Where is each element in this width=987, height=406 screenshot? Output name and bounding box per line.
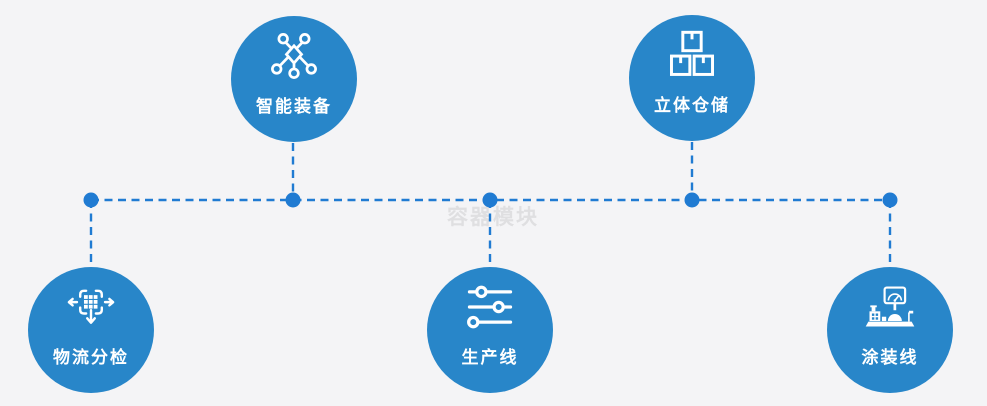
machine-monitor-icon [863, 280, 917, 334]
sorting-distribution-icon [64, 280, 118, 334]
stacked-boxes-icon [665, 28, 719, 82]
junction-dots [83, 192, 898, 208]
sliders-icon [463, 280, 517, 334]
node-label: 涂装线 [861, 348, 919, 367]
node-label: 物流分检 [53, 348, 129, 367]
network-nodes-icon [267, 29, 321, 83]
node-smart-equipment[interactable]: 智能装备 [231, 16, 357, 142]
node-coating-line[interactable]: 涂装线 [827, 267, 953, 393]
node-label: 智能装备 [256, 97, 332, 116]
node-label: 立体仓储 [654, 96, 730, 115]
node-logistics-sorting[interactable]: 物流分检 [28, 267, 154, 393]
node-label: 生产线 [461, 348, 519, 367]
watermark-text: 容器模块 [447, 206, 539, 229]
node-production-line[interactable]: 生产线 [427, 267, 553, 393]
node-stereo-warehouse[interactable]: 立体仓储 [629, 15, 755, 141]
